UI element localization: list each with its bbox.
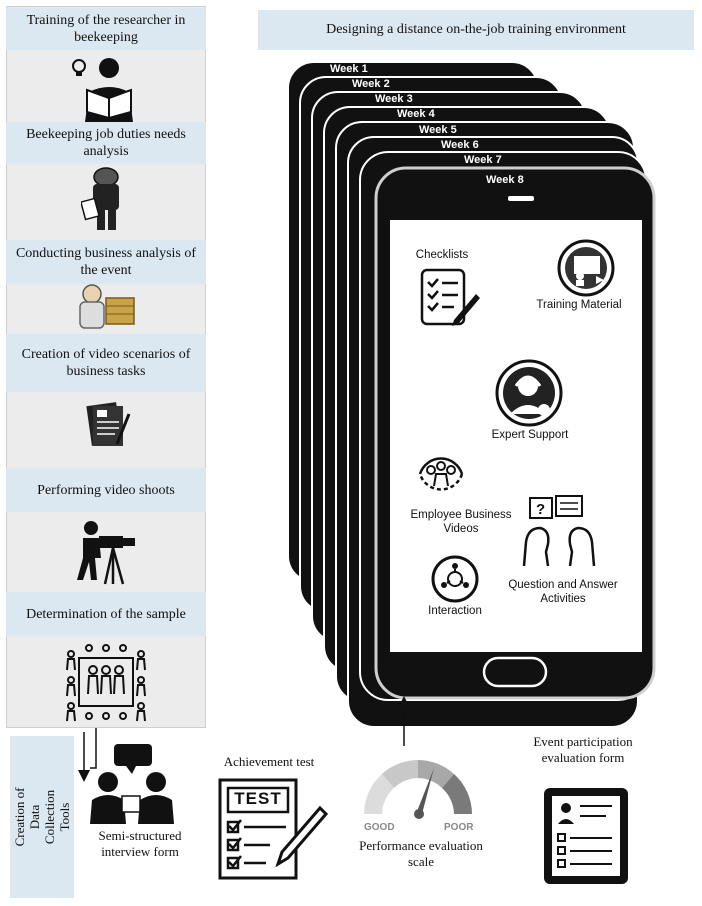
expert-support-icon bbox=[495, 359, 563, 427]
employee-videos-label: Employee Business Videos bbox=[410, 509, 512, 535]
arrow-to-interview bbox=[90, 728, 97, 769]
week-7-label: Week 7 bbox=[464, 154, 502, 166]
participation-form-label: Event participation evaluation form bbox=[533, 734, 633, 765]
question-answer-icon: ? bbox=[522, 495, 596, 567]
interaction-icon bbox=[431, 555, 479, 603]
performance-scale-label: Performance evaluation scale bbox=[359, 838, 483, 869]
achievement-test-label: Achievement test bbox=[223, 754, 315, 769]
week-6-label: Week 6 bbox=[441, 139, 479, 151]
beehive-worker-icon bbox=[6, 284, 206, 332]
step-business-analysis: Conducting business analysis of the even… bbox=[6, 240, 206, 284]
step-video-scenarios: Creation of video scenarios of business … bbox=[6, 334, 206, 392]
script-document-icon bbox=[6, 400, 206, 450]
people-group-icon bbox=[6, 644, 206, 722]
week-8-label: Week 8 bbox=[486, 174, 524, 186]
expert-support-label: Expert Support bbox=[491, 429, 569, 441]
performance-gauge-icon bbox=[364, 760, 472, 819]
step-video-shoots: Performing video shoots bbox=[6, 468, 206, 512]
interaction-label: Interaction bbox=[428, 605, 482, 617]
test-sheet-icon bbox=[218, 778, 328, 880]
evaluation-form-icon bbox=[544, 788, 628, 884]
svg-text:?: ? bbox=[536, 501, 545, 518]
question-answer-label: Question and Answer Activities bbox=[508, 579, 618, 605]
step-sample-determination: Determination of the sample bbox=[6, 592, 206, 636]
reading-person-icon bbox=[6, 56, 206, 122]
employee-videos-icon bbox=[418, 457, 464, 491]
environment-design-title: Designing a distance on-the-job training… bbox=[258, 10, 694, 50]
interview-form-label: Semi-structured interview form bbox=[98, 828, 182, 859]
speaker-slot bbox=[508, 196, 534, 201]
test-word: TEST bbox=[234, 789, 282, 808]
beekeeper-suit-icon bbox=[6, 166, 206, 232]
week-3-label: Week 3 bbox=[375, 93, 413, 105]
step-job-duties-analysis: Beekeeping job duties needs analysis bbox=[6, 122, 206, 164]
interview-icon bbox=[90, 744, 174, 824]
training-material-icon bbox=[557, 239, 615, 297]
phone-screen: Checklists Training Material Expert Supp… bbox=[390, 220, 642, 652]
gauge-good-label: GOOD bbox=[364, 822, 395, 833]
week-2-label: Week 2 bbox=[352, 78, 390, 90]
checklists-label: Checklists bbox=[415, 249, 469, 261]
week-4-label: Week 4 bbox=[397, 108, 435, 120]
gauge-poor-label: POOR bbox=[444, 822, 474, 833]
checklist-icon bbox=[420, 268, 480, 326]
home-button bbox=[482, 656, 548, 688]
week-1-label: Week 1 bbox=[330, 63, 368, 75]
training-material-label: Training Material bbox=[536, 299, 622, 311]
step-researcher-training: Training of the researcher in beekeeping bbox=[6, 8, 206, 50]
camera-operator-icon bbox=[6, 518, 206, 588]
data-collection-tools-label: Creation of Data Collection Tools bbox=[10, 736, 74, 898]
week-5-label: Week 5 bbox=[419, 124, 457, 136]
